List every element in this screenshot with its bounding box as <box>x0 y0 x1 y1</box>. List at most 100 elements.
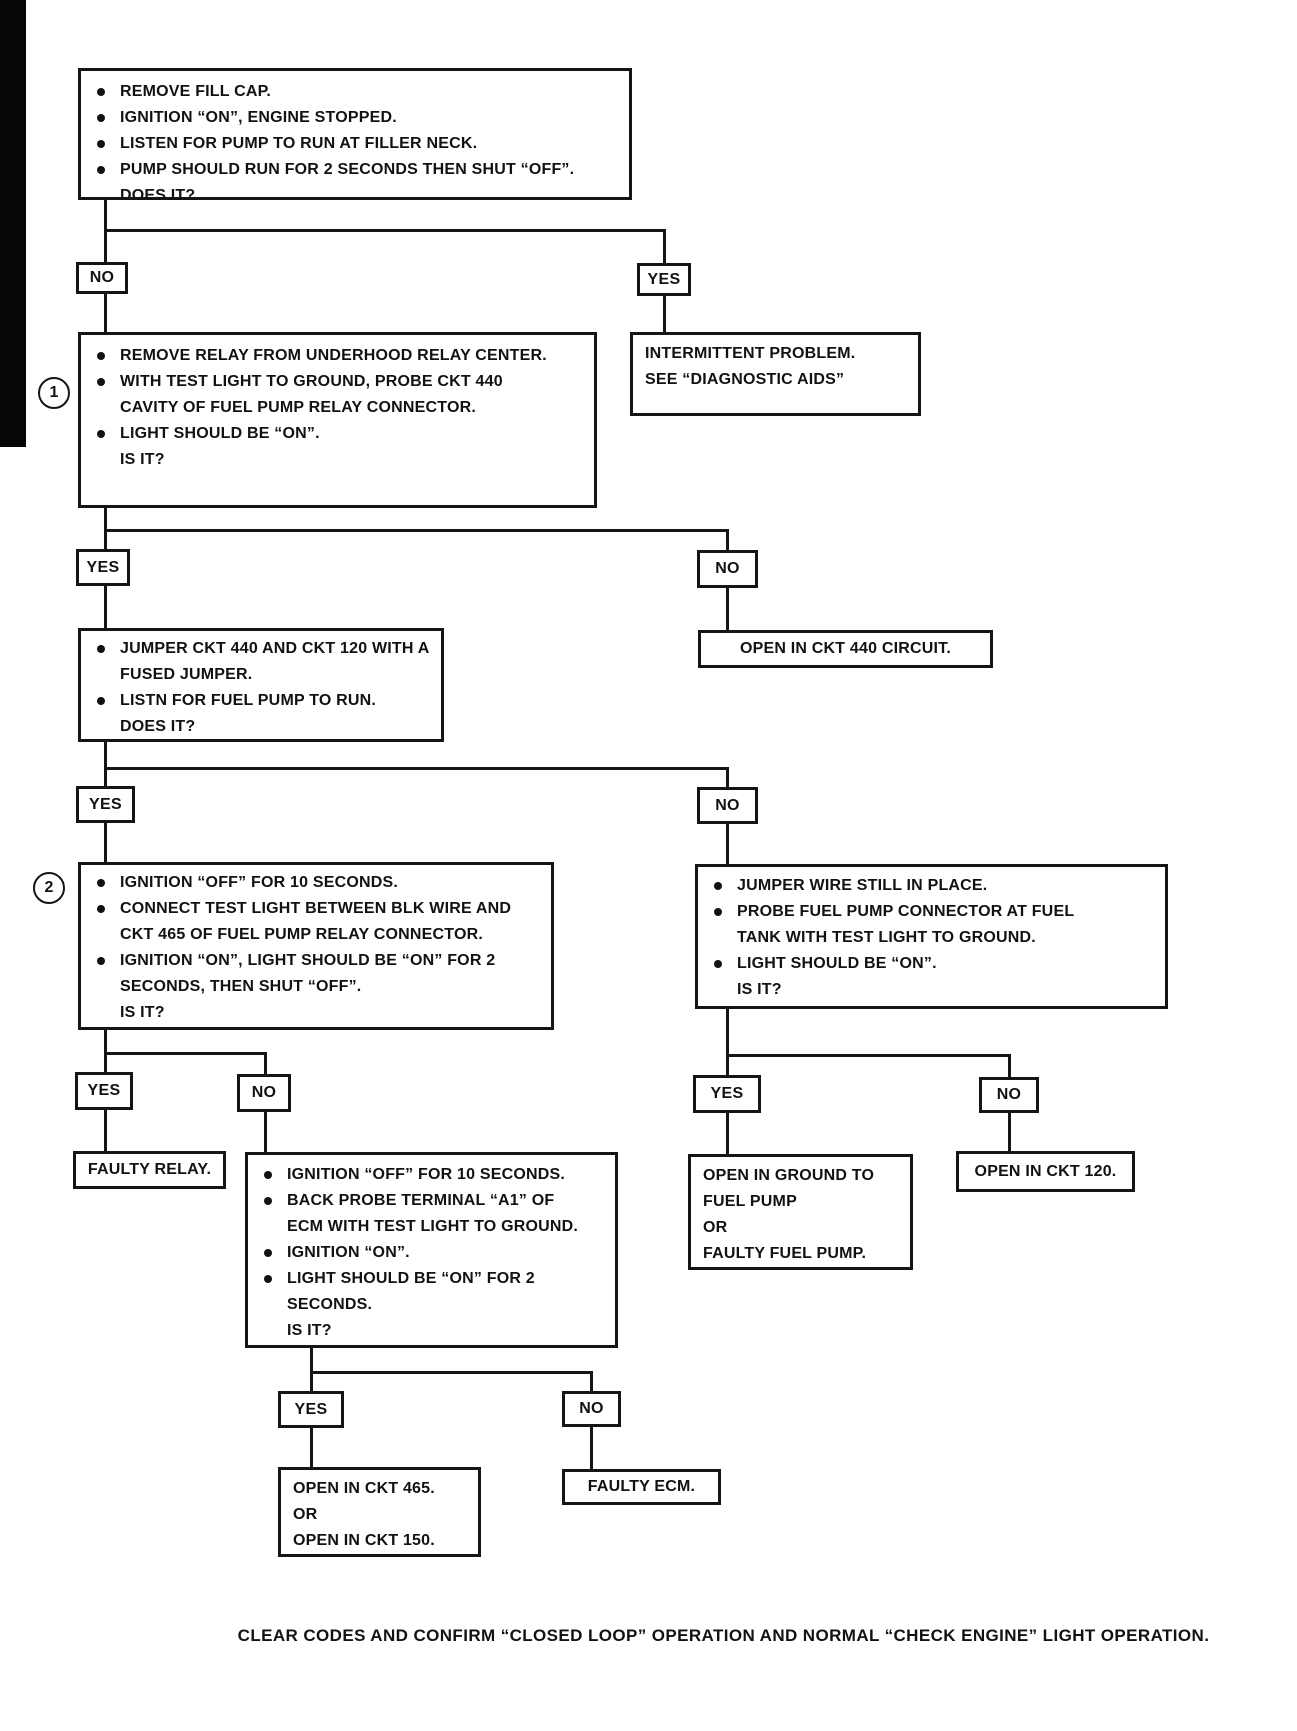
row-text: OR <box>293 1506 318 1523</box>
text-row: OPEN IN GROUND TO <box>703 1163 900 1189</box>
text-row: DOES IT? <box>81 183 623 209</box>
bullet-row: JUMPER CKT 440 AND CKT 120 WITH A <box>81 636 435 662</box>
row-text: FAULTY FUEL PUMP. <box>703 1245 867 1262</box>
label-yes-a1-test: YES <box>278 1391 344 1428</box>
bullet-row: LIGHT SHOULD BE “ON” FOR 2 <box>248 1266 609 1292</box>
row-text: LIGHT SHOULD BE “ON” FOR 2 <box>287 1270 535 1287</box>
label-yes-pump-connector-test: YES <box>693 1075 761 1113</box>
row-text: LIGHT SHOULD BE “ON”. <box>737 955 937 972</box>
scan-artifact-bar <box>0 0 26 447</box>
connector-line <box>1008 1113 1011 1152</box>
connector-line <box>264 1052 267 1075</box>
row-text: FUSED JUMPER. <box>120 666 253 683</box>
bullet-icon <box>713 899 737 925</box>
row-text: IS IT? <box>287 1322 332 1339</box>
bullet-row: JUMPER WIRE STILL IN PLACE. <box>698 873 1159 899</box>
bullet-icon <box>96 948 120 974</box>
row-text: LISTN FOR FUEL PUMP TO RUN. <box>120 692 377 709</box>
bullet-row: REMOVE RELAY FROM UNDERHOOD RELAY CENTER… <box>81 343 588 369</box>
box-test-light-ckt465: IGNITION “OFF” FOR 10 SECONDS. CONNECT TE… <box>78 862 554 1030</box>
box-relay-probe-ckt440: REMOVE RELAY FROM UNDERHOOD RELAY CENTER… <box>78 332 597 508</box>
row-text: JUMPER WIRE STILL IN PLACE. <box>737 877 988 894</box>
bullet-icon <box>713 873 737 899</box>
connector-line <box>1008 1054 1011 1078</box>
bullet-icon <box>96 157 120 183</box>
bullet-icon <box>263 1240 287 1266</box>
bullet-row: CONNECT TEST LIGHT BETWEEN BLK WIRE AND <box>81 896 545 922</box>
row-text: PUMP SHOULD RUN FOR 2 SECONDS THEN SHUT … <box>120 161 575 178</box>
connector-line <box>726 588 729 631</box>
box-probe-fuel-pump-connector: JUMPER WIRE STILL IN PLACE.PROBE FUEL PU… <box>695 864 1168 1009</box>
text-row: OPEN IN CKT 465. <box>293 1476 468 1502</box>
connector-line <box>104 200 107 264</box>
connector-line <box>104 767 728 770</box>
text-row: FUEL PUMP <box>703 1189 900 1215</box>
label-no-a1-test: NO <box>562 1391 621 1427</box>
row-text: SECONDS. <box>287 1296 373 1313</box>
connector-line <box>264 1112 267 1153</box>
label-no-ckt465-test: NO <box>237 1074 291 1112</box>
text-row: OR <box>293 1502 468 1528</box>
text-row: CKT 465 OF FUEL PUMP RELAY CONNECTOR. <box>81 922 545 948</box>
row-text: WITH TEST LIGHT TO GROUND, PROBE CKT 440 <box>120 373 503 390</box>
footer-instruction: CLEAR CODES AND CONFIRM “CLOSED LOOP” OP… <box>237 1626 1210 1645</box>
row-text: IS IT? <box>120 451 165 468</box>
box-faulty-relay: FAULTY RELAY. <box>73 1151 226 1189</box>
row-text: IS IT? <box>120 1004 165 1021</box>
label-no-pump-connector-test: NO <box>979 1077 1039 1113</box>
label-no-pump-check: NO <box>76 262 128 294</box>
row-text: TANK WITH TEST LIGHT TO GROUND. <box>737 929 1036 946</box>
row-text: REMOVE FILL CAP. <box>120 83 272 100</box>
row-text: JUMPER CKT 440 AND CKT 120 WITH A <box>120 640 430 657</box>
box-open-ckt120: OPEN IN CKT 120. <box>956 1151 1135 1192</box>
connector-line <box>104 529 728 532</box>
connector-line <box>726 824 729 865</box>
box-open-ckt440: OPEN IN CKT 440 CIRCUIT. <box>698 630 993 668</box>
connector-line <box>663 229 666 264</box>
label-yes-relay-probe: YES <box>76 549 130 586</box>
label-no-jumper-test: NO <box>697 787 758 824</box>
connector-line <box>104 823 107 863</box>
connector-line <box>726 767 729 788</box>
label-no-relay-probe: NO <box>697 550 758 588</box>
label-yes-ckt465-test: YES <box>75 1072 133 1110</box>
text-row: DOES IT? <box>81 714 435 740</box>
label-yes-pump-check: YES <box>637 263 691 296</box>
box-pump-check: REMOVE FILL CAP. IGNITION “ON”, ENGINE ST… <box>78 68 632 204</box>
connector-line <box>104 229 665 232</box>
row-text: IS IT? <box>737 981 782 998</box>
row-text: FUEL PUMP <box>703 1193 797 1210</box>
row-text: LISTEN FOR PUMP TO RUN AT FILLER NECK. <box>120 135 478 152</box>
bullet-row: LIGHT SHOULD BE “ON”. <box>698 951 1159 977</box>
bullet-icon <box>96 636 120 662</box>
connector-line <box>104 1110 107 1152</box>
connector-line <box>310 1348 313 1392</box>
bullet-row: REMOVE FILL CAP. <box>81 79 623 105</box>
connector-line <box>310 1371 593 1374</box>
bullet-row: IGNITION “ON”, ENGINE STOPPED. <box>81 105 623 131</box>
text-row: INTERMITTENT PROBLEM. <box>645 341 908 367</box>
connector-line <box>104 742 107 787</box>
row-text: CONNECT TEST LIGHT BETWEEN BLK WIRE AND <box>120 900 512 917</box>
connector-line <box>726 1054 1010 1057</box>
bullet-row: WITH TEST LIGHT TO GROUND, PROBE CKT 440 <box>81 369 588 395</box>
row-text: SEE “DIAGNOSTIC AIDS” <box>645 371 845 388</box>
bullet-icon <box>96 131 120 157</box>
bullet-icon <box>713 951 737 977</box>
row-text: IGNITION “ON”, ENGINE STOPPED. <box>120 109 397 126</box>
marker-2: 2 <box>33 872 65 904</box>
connector-line <box>663 296 666 332</box>
bullet-icon <box>263 1188 287 1214</box>
row-text: IGNITION “OFF” FOR 10 SECONDS. <box>287 1166 566 1183</box>
row-text: REMOVE RELAY FROM UNDERHOOD RELAY CENTER… <box>120 347 547 364</box>
bullet-icon <box>96 369 120 395</box>
bullet-row: PUMP SHOULD RUN FOR 2 SECONDS THEN SHUT … <box>81 157 623 183</box>
bullet-row: IGNITION “OFF” FOR 10 SECONDS. <box>81 870 545 896</box>
bullet-icon <box>96 343 120 369</box>
bullet-icon <box>96 421 120 447</box>
connector-line <box>104 586 107 628</box>
text-row: SEE “DIAGNOSTIC AIDS” <box>645 367 908 393</box>
box-back-probe-a1: IGNITION “OFF” FOR 10 SECONDS.BACK PROBE… <box>245 1152 618 1348</box>
text-row: ECM WITH TEST LIGHT TO GROUND. <box>248 1214 609 1240</box>
row-text: INTERMITTENT PROBLEM. <box>645 345 856 362</box>
